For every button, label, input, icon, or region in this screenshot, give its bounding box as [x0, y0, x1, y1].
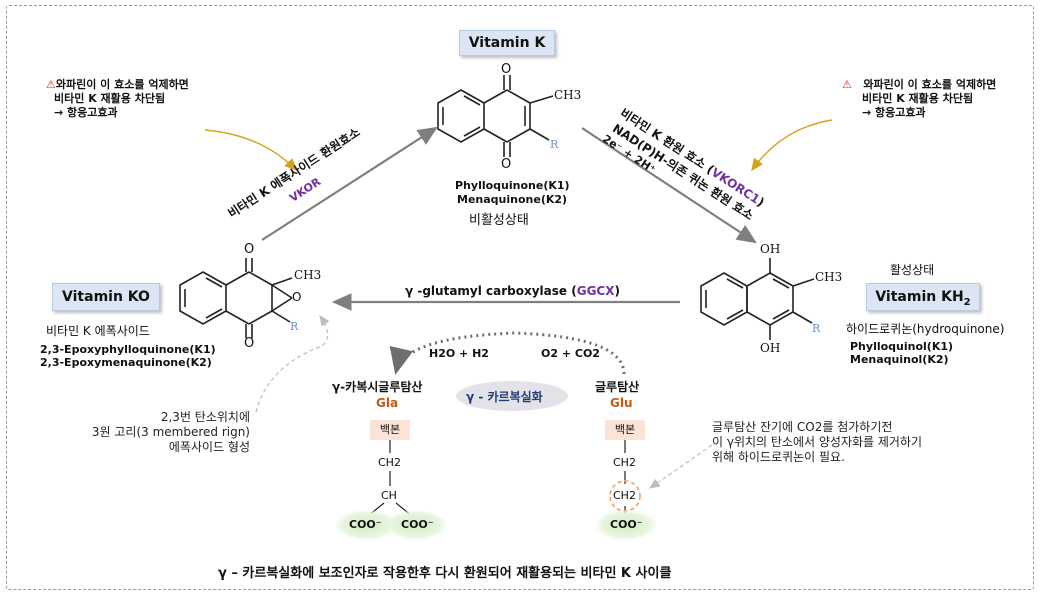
gla-ch: CH	[381, 489, 397, 502]
glu-coo: COO⁻	[610, 518, 643, 531]
glu-coo-glow	[596, 510, 656, 540]
carboxylation-left-product: H2O + H2	[429, 347, 489, 360]
vitamin-k-oxygen-bottom: O	[501, 157, 512, 172]
warning-left-icon: ⚠	[46, 78, 56, 91]
ggcx-label: γ -glutamyl carboxylase (GGCX)	[405, 284, 620, 298]
diagram-frame	[6, 5, 1034, 590]
glu-ch2-upper: CH2	[613, 456, 636, 469]
ggcx-abbr: GGCX	[576, 284, 615, 298]
glu-note: 글루탐산 잔기에 CO2를 첨가하기전 이 γ위치의 탄소에서 양성자화를 제거…	[712, 420, 923, 464]
gla-coo-right: COO⁻	[401, 518, 434, 531]
vitamin-k-structure	[437, 75, 554, 157]
vitamin-ko-korean: 비타민 K 에폭사이드	[46, 324, 150, 338]
vitamin-ko-structure	[179, 258, 293, 338]
vitamin-k-name-1: Phylloquinone(K1)	[455, 179, 570, 192]
vitamin-kh2-name-1: Phylloquinol(K1)	[850, 340, 954, 353]
vitamin-kh2-r-group: R	[812, 322, 821, 335]
vitamin-k-state: 비활성상태	[469, 213, 529, 228]
vitamin-k-name-2: Menaquinone(K2)	[457, 193, 568, 206]
gla-coo-glow-right	[386, 510, 446, 540]
gla-abbr: Gla	[376, 396, 399, 410]
epoxide-note: 2,3번 탄소위치에 3원 고리(3 membered rign) 에폭사이드 …	[91, 410, 250, 454]
epoxide-note-pointer	[255, 315, 330, 413]
warning-left-block: ⚠와파린이 이 효소를 억제하면 비타민 K 재활용 차단됨 → 항응고효과	[46, 78, 189, 119]
gla-bonds	[367, 440, 413, 517]
vitamin-ko-r-group: R	[290, 320, 299, 333]
warning-right-icon: ⚠	[842, 78, 852, 91]
glu-abbr: Glu	[610, 396, 633, 410]
warfarin-right-curve	[751, 119, 833, 172]
vitamin-kh2-oh-top: OH	[760, 242, 781, 256]
vkor-arrow	[261, 126, 438, 241]
vkorc1-arrow	[581, 127, 757, 244]
vitamin-kh2-korean: 하이드로퀴논(hydroquinone)	[846, 322, 1005, 336]
vitamin-k-oxygen-top: O	[501, 62, 512, 77]
vitamin-ko-oxygen-top: O	[244, 242, 255, 257]
vitamin-kh2-methyl: CH3	[815, 270, 843, 284]
vitamin-ko-methyl: CH3	[294, 268, 322, 282]
carboxylation-center-label: γ - 카르복실화	[466, 390, 543, 404]
glu-note-pointer	[649, 444, 713, 489]
figure-caption: γ – 카르복실화에 보조인자로 작용한후 다시 환원되어 재활용되는 비타민 …	[218, 566, 672, 581]
vitamin-k-methyl: CH3	[554, 88, 582, 102]
vitamin-ko-epoxide-oxygen: O	[292, 290, 302, 304]
vitamin-kh2-structure	[700, 258, 815, 340]
gla-backbone: 백본	[370, 420, 410, 440]
carboxylation-ellipse	[456, 381, 568, 411]
glu-ch2-gamma: CH2	[613, 489, 636, 502]
vitamin-ko-oxygen-bottom: O	[244, 336, 255, 351]
vitamin-kh2-name-2: Menaquinol(K2)	[850, 353, 949, 366]
warning-right-block: ⚠ 와파린이 이 효소를 억제하면 비타민 K 재활용 차단됨 → 항응고효과	[842, 78, 997, 119]
gla-ch2: CH2	[378, 456, 401, 469]
vitamin-kh2-box: Vitamin KH2	[866, 283, 980, 311]
vitamin-k-r-group: R	[550, 138, 559, 151]
vitamin-ko-name-1: 2,3-Epoxyphylloquinone(K1)	[40, 343, 216, 356]
gla-title: γ-카복시글루탐산	[332, 380, 423, 394]
glu-backbone: 백본	[605, 420, 645, 440]
glu-title: 글루탐산	[595, 380, 640, 394]
vitamin-k-box: Vitamin K	[459, 30, 555, 56]
vitamin-kh2-oh-bottom: OH	[760, 341, 781, 355]
gla-coo-left: COO⁻	[349, 518, 382, 531]
vitamin-kh2-state: 활성상태	[890, 263, 935, 277]
carboxylation-right-reactant: O2 + CO2	[541, 347, 600, 360]
vitamin-ko-box: Vitamin KO	[52, 283, 160, 311]
warfarin-left-curve	[204, 129, 297, 172]
vitamin-ko-name-2: 2,3-Epoxymenaquinone(K2)	[40, 356, 212, 369]
